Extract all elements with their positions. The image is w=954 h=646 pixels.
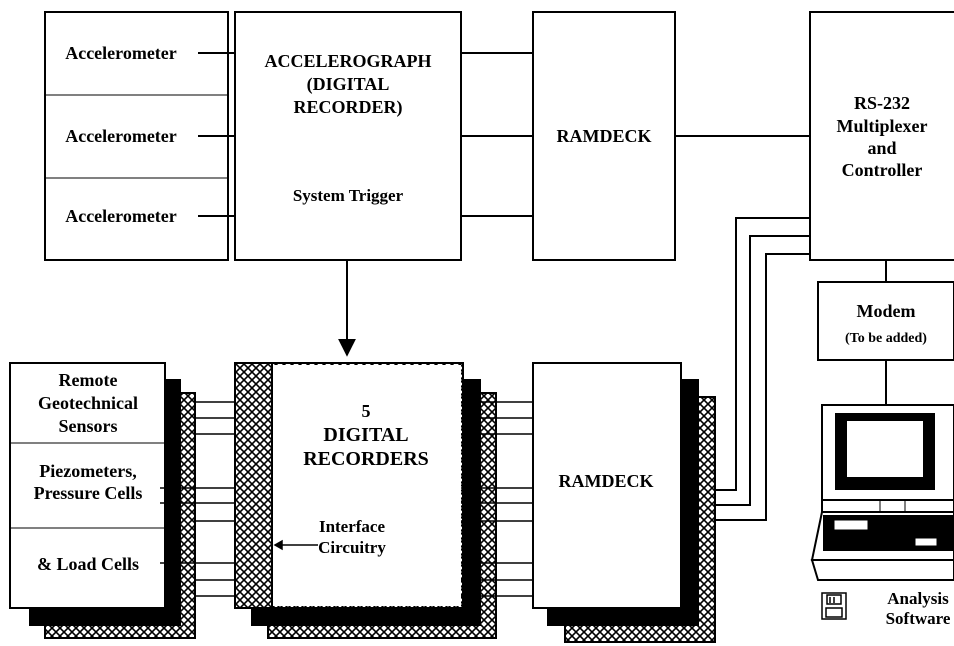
accelerograph-box [235, 12, 461, 260]
sensor-label-remote: Remote [59, 370, 118, 390]
controller-box [810, 12, 954, 260]
modem-note: (To be added) [845, 331, 927, 346]
accelerometer-label-1: Accelerometer [65, 43, 177, 63]
recorders-title-2: RECORDERS [303, 448, 429, 470]
accelerometer-label-2: Accelerometer [65, 126, 177, 146]
sensor-label-pressure-cells: Pressure Cells [34, 483, 143, 503]
software-label-1: Analysis [887, 589, 949, 608]
bottom-ramdeck-label: RAMDECK [559, 471, 654, 491]
system-trigger-label: System Trigger [293, 186, 404, 205]
controller-label-1: RS-232 [854, 93, 910, 113]
laptop-icon [812, 405, 954, 580]
software-label-2: Software [886, 609, 951, 628]
recorders-count: 5 [362, 401, 371, 421]
interface-label-1: Interface [319, 517, 386, 536]
sensor-label-sensors: Sensors [58, 416, 117, 436]
sensor-label-piezometers: Piezometers, [39, 461, 136, 481]
accelerometer-label-3: Accelerometer [65, 206, 177, 226]
recorders-title-1: DIGITAL [323, 424, 408, 446]
sensor-label-load-cells: & Load Cells [37, 554, 139, 574]
accelerograph-title: ACCELEROGRAPH [264, 51, 431, 71]
modem-title: Modem [857, 301, 916, 321]
controller-label-3: and [867, 138, 896, 158]
controller-label-4: Controller [842, 160, 923, 180]
accelerograph-subtitle-1: (DIGITAL [307, 74, 390, 95]
floppy-disk-icon [822, 593, 846, 619]
top-ramdeck-label: RAMDECK [557, 126, 652, 146]
accelerograph-subtitle-2: RECORDER) [293, 97, 402, 118]
interface-label-2: Circuitry [318, 538, 386, 557]
controller-label-2: Multiplexer [837, 116, 928, 136]
modem-box [818, 282, 954, 360]
sensor-label-geotechnical: Geotechnical [38, 393, 138, 413]
